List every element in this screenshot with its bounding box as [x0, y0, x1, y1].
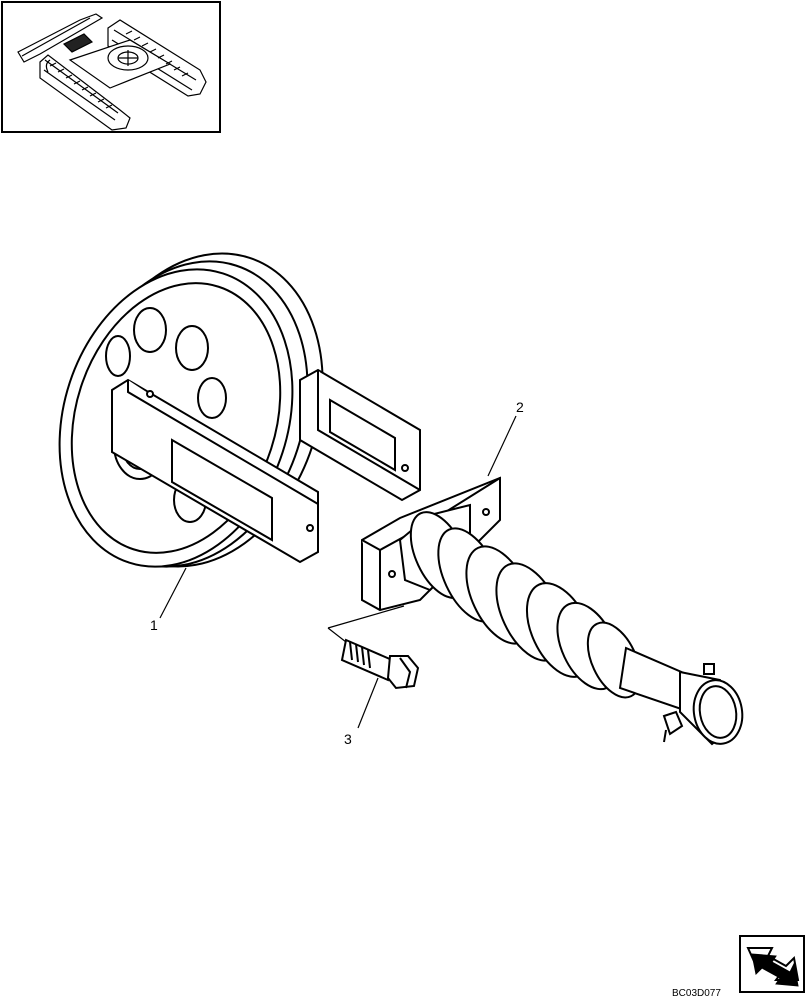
- drawing-code: BC03D077: [672, 988, 721, 999]
- callout-2: 2: [516, 399, 524, 415]
- bolt: [340, 638, 420, 690]
- callout-1: 1: [150, 617, 158, 633]
- assembly-guide-line: [327, 605, 405, 643]
- leader-line-2: [487, 415, 517, 477]
- leader-lines: [159, 415, 517, 729]
- recoil-spring-assembly: [361, 476, 744, 746]
- leader-line-3: [357, 677, 379, 729]
- idler-yoke: [111, 368, 421, 564]
- page-turn-arrow-icon[interactable]: [739, 935, 805, 993]
- leader-line-1: [159, 567, 187, 619]
- locator-thumbnail: [1, 1, 221, 133]
- callout-3: 3: [344, 731, 352, 747]
- excavator-undercarriage-locator-icon: [17, 13, 207, 131]
